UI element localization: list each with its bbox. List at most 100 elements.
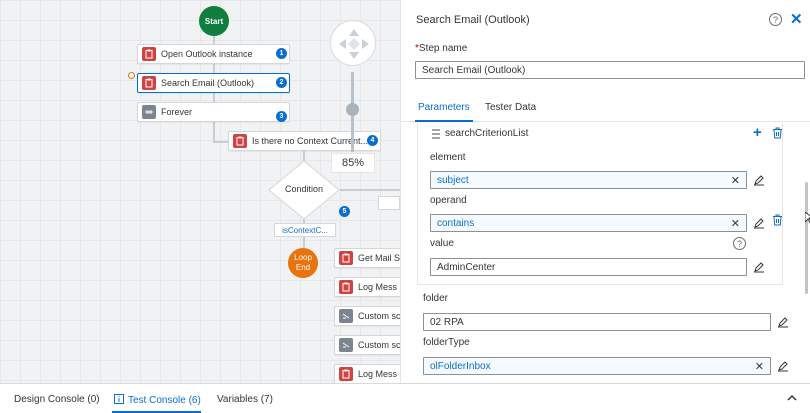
- properties-panel: Search Email (Outlook) ? ✕ *Step name Se…: [400, 0, 810, 383]
- step-badge: 5: [339, 206, 350, 217]
- step-badge: 3: [276, 111, 287, 122]
- step-badge: 2: [276, 77, 287, 88]
- edit-icon[interactable]: [753, 217, 765, 229]
- script-icon: [339, 338, 353, 352]
- active-tab-indicator: [112, 411, 201, 413]
- folder-input[interactable]: 02 RPA: [423, 313, 771, 331]
- clear-icon[interactable]: ✕: [730, 218, 740, 230]
- list-title: searchCriterionList: [445, 128, 529, 139]
- connector-line: [213, 121, 215, 141]
- connector-line: [213, 92, 215, 102]
- value-input[interactable]: AdminCenter: [430, 258, 747, 276]
- tab-variables[interactable]: Variables (7): [217, 394, 273, 405]
- tab-design-console[interactable]: Design Console (0): [14, 394, 100, 405]
- connector-line: [303, 150, 305, 162]
- panel-title: Search Email (Outlook): [416, 14, 530, 26]
- edit-icon[interactable]: [753, 174, 765, 186]
- folder-label: folder: [423, 293, 449, 304]
- trash-icon[interactable]: [772, 127, 783, 139]
- pan-arrows-icon: [339, 29, 369, 59]
- connector-line: [340, 189, 400, 191]
- info-icon: [114, 394, 124, 404]
- activity-node[interactable]: Is there no Context Current... 4: [228, 131, 381, 151]
- clipboard-icon: [339, 280, 353, 294]
- branch-label[interactable]: isContextC...: [274, 223, 336, 237]
- tab-label: Test Console (6): [128, 395, 201, 406]
- node-label: Log Mess: [358, 282, 398, 292]
- tab-parameters[interactable]: Parameters: [418, 102, 470, 113]
- connector-line: [213, 63, 215, 74]
- console-bar: Design Console (0) Test Console (6) Vari…: [0, 383, 810, 413]
- element-value: subject: [437, 174, 469, 186]
- partial-node[interactable]: [378, 196, 400, 210]
- node-label: Get Mail S: [358, 253, 400, 263]
- chevron-up-icon[interactable]: [786, 392, 798, 404]
- zoom-slider-handle[interactable]: [346, 103, 359, 116]
- drop-target-dot[interactable]: [128, 72, 135, 79]
- clipboard-icon: [142, 76, 156, 90]
- add-icon[interactable]: +: [753, 124, 762, 141]
- step-badge: 4: [367, 135, 378, 146]
- mouse-cursor-icon: [805, 212, 810, 224]
- activity-node[interactable]: Custom sc: [334, 306, 400, 326]
- help-icon[interactable]: ?: [769, 13, 782, 26]
- list-icon: [432, 129, 440, 139]
- clipboard-icon: [142, 47, 156, 61]
- node-label: Forever: [161, 107, 193, 117]
- clear-icon[interactable]: ✕: [730, 175, 740, 187]
- step-name-label: *Step name: [415, 43, 468, 54]
- edit-icon[interactable]: [753, 261, 765, 273]
- loop-end-node[interactable]: Loop End: [288, 248, 318, 278]
- clipboard-icon: [339, 251, 353, 265]
- folder-type-label: folderType: [423, 337, 470, 348]
- folder-type-value: olFolderInbox: [430, 360, 491, 372]
- activity-node[interactable]: Custom sc: [334, 335, 400, 355]
- script-icon: [339, 309, 353, 323]
- node-label: Search Email (Outlook): [161, 78, 255, 88]
- step-name-input[interactable]: Search Email (Outlook): [415, 61, 805, 79]
- clipboard-icon: [233, 134, 247, 148]
- clipboard-icon: [339, 367, 353, 381]
- node-label: Open Outlook instance: [161, 49, 253, 59]
- activity-node[interactable]: Log Mess: [334, 277, 400, 297]
- operand-label: operand: [430, 195, 467, 206]
- connector-line: [213, 36, 215, 44]
- start-node[interactable]: Start: [199, 6, 229, 36]
- activity-node[interactable]: Open Outlook instance 1: [137, 44, 290, 64]
- folder-type-field[interactable]: olFolderInbox ✕: [423, 357, 771, 375]
- activity-node[interactable]: Get Mail S: [334, 248, 400, 268]
- element-field[interactable]: subject ✕: [430, 171, 747, 189]
- trash-icon[interactable]: [772, 214, 783, 226]
- zoom-level: 85%: [331, 153, 375, 173]
- loop-node[interactable]: Forever 3: [137, 102, 290, 122]
- activity-node-selected[interactable]: Search Email (Outlook) 2: [137, 73, 290, 93]
- node-label: Custom sc: [358, 311, 400, 321]
- help-icon[interactable]: ?: [733, 237, 746, 250]
- tab-test-console[interactable]: Test Console (6): [114, 394, 201, 406]
- infinity-icon: [142, 105, 156, 119]
- edit-icon[interactable]: [777, 360, 789, 372]
- close-icon[interactable]: ✕: [790, 11, 803, 28]
- loop-end-label: End: [295, 263, 311, 272]
- workflow-canvas[interactable]: Start Open Outlook instance 1 Search Ema…: [0, 0, 400, 383]
- operand-field[interactable]: contains ✕: [430, 214, 747, 232]
- clear-icon[interactable]: ✕: [754, 361, 764, 373]
- panel-tabs: Parameters Tester Data: [401, 96, 810, 122]
- condition-diamond[interactable]: [268, 160, 340, 220]
- node-label: Custom sc: [358, 340, 400, 350]
- start-label: Start: [204, 16, 224, 26]
- operand-value: contains: [437, 217, 475, 229]
- condition-label: Condition: [284, 184, 324, 194]
- element-label: element: [430, 152, 466, 163]
- loop-end-label: Loop: [294, 253, 312, 262]
- node-label: Is there no Context Current...: [252, 136, 369, 146]
- edit-icon[interactable]: [777, 316, 789, 328]
- pan-control[interactable]: [330, 20, 376, 66]
- scrollbar-thumb[interactable]: [805, 182, 808, 294]
- activity-node[interactable]: Log Mess: [334, 364, 400, 383]
- step-badge: 1: [276, 48, 287, 59]
- node-label: Log Mess: [358, 369, 398, 379]
- tab-tester-data[interactable]: Tester Data: [485, 102, 537, 113]
- criterion-list-box: [417, 123, 783, 285]
- value-label: value: [430, 238, 454, 249]
